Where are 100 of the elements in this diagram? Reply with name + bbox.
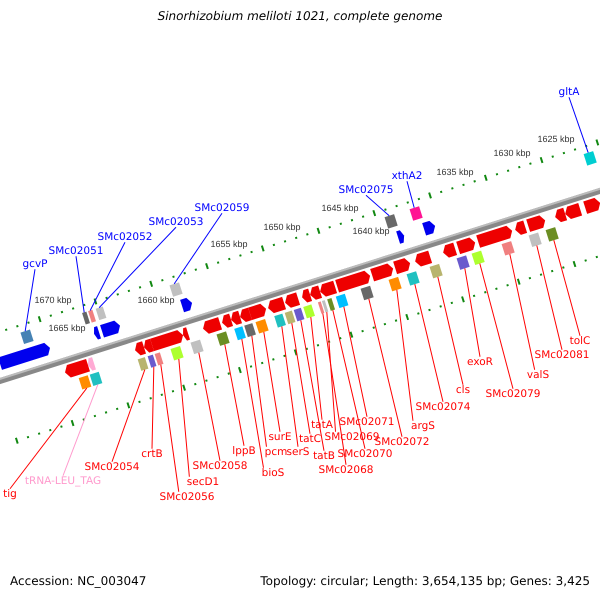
scale-label: 1645 kbp: [321, 204, 359, 214]
gene-block: [169, 282, 183, 297]
gene-label: pcm: [264, 446, 288, 458]
leader-line: [509, 254, 536, 370]
gene-block: [384, 214, 398, 229]
gene-label: SMc02079: [486, 388, 540, 400]
gene-label: SMc02068: [318, 464, 374, 476]
gene-label: lppB: [232, 446, 256, 456]
leader-line: [90, 242, 126, 311]
leader-line: [332, 310, 366, 450]
gene-label: argS: [411, 420, 435, 432]
gene-block: [190, 340, 204, 354]
gene-block: [430, 264, 443, 278]
gene-label: surE: [268, 432, 292, 442]
gene-label: gltA: [558, 86, 580, 98]
leader-line: [160, 364, 180, 492]
leader-line: [414, 284, 444, 402]
gene-block: [244, 323, 256, 338]
gene-label: gcvP: [22, 258, 48, 270]
leader-line: [24, 268, 36, 332]
gene-block: [294, 308, 304, 322]
gene-label: tig: [3, 488, 17, 500]
gene-label: tRNA-LEU_TAG: [24, 476, 102, 486]
leader-line: [174, 212, 222, 284]
genome-info-text: Topology: circular; Length: 3,654,135 bp; Genes: 3,425: [260, 575, 590, 587]
leader-line: [326, 312, 336, 432]
leader-line: [300, 320, 324, 452]
leader-line: [396, 289, 414, 422]
scale-label: 1670 kbp: [34, 296, 72, 305]
scale-label: 1655 kbp: [210, 240, 248, 249]
gene-label: SMc02059: [194, 202, 250, 214]
gene-label: crtB: [141, 448, 163, 460]
gene-label: SMc02074: [416, 402, 470, 412]
leader-line: [152, 366, 154, 450]
gene-label: exoR: [467, 356, 493, 368]
leader-line: [406, 180, 415, 208]
gene-label: SMc02081: [534, 350, 590, 360]
scale-label: 1635 kbp: [436, 168, 474, 177]
leader-line: [322, 312, 346, 466]
leader-line: [568, 96, 589, 154]
gene-block: [584, 151, 597, 166]
gene-block: [472, 250, 485, 266]
gene-block: [303, 304, 315, 318]
gene-label: bioS: [262, 468, 284, 478]
gene-block: [90, 372, 102, 386]
gene-block: [360, 286, 374, 300]
leader-line: [241, 338, 264, 468]
gene-label: valS: [526, 370, 550, 380]
gene-label: SMc02058: [192, 460, 248, 472]
gene-label: xthA2: [392, 170, 422, 182]
gene-label: tolC: [570, 336, 590, 346]
title: Sinorhizobium meliloti 1021, complete genome: [158, 10, 442, 22]
gene-block: [406, 271, 420, 286]
leader-line: [10, 388, 88, 490]
gene-block: [327, 298, 336, 311]
leader-line: [536, 245, 562, 350]
gene-label: secD1: [186, 476, 220, 488]
leader-line: [368, 298, 402, 438]
scale-label: 1650 kbp: [263, 222, 301, 232]
gene-label: tatB: [313, 450, 335, 462]
leader-line: [553, 240, 580, 336]
scale-label: 1630 kbp: [493, 149, 531, 158]
gene-label: SMc02075: [338, 184, 394, 196]
gene-label: SMc02051: [48, 246, 104, 256]
leader-line: [76, 256, 85, 313]
scale-label: 1665 kbp: [48, 324, 86, 334]
scale-label: 1625 kbp: [537, 135, 575, 144]
gene-block: [502, 241, 515, 256]
gene-block: [284, 310, 296, 324]
gene-block: [138, 357, 148, 371]
gene-block: [274, 314, 286, 328]
gene-block: [234, 326, 246, 340]
gene-block: [256, 319, 269, 334]
scale-label: 1640 kbp: [352, 227, 390, 236]
leader-line: [366, 194, 390, 216]
leader-line: [251, 335, 267, 448]
gene-block: [170, 346, 184, 360]
gene-block: [456, 255, 470, 270]
leader-line: [178, 358, 190, 478]
gene-block: [336, 294, 348, 308]
leader-line: [291, 322, 310, 434]
gene-block: [318, 301, 324, 314]
leader-line: [464, 268, 480, 358]
gene-block: [216, 331, 230, 346]
gene-label: SMc02056: [160, 492, 214, 502]
gene-label: SMc02053: [148, 216, 204, 228]
leader-line: [343, 306, 368, 418]
gene-block: [78, 375, 92, 390]
gene-label: SMc02054: [84, 462, 140, 472]
leader-line: [198, 352, 220, 462]
leader-line: [98, 226, 176, 308]
accession-text: Accession: NC_003047: [10, 575, 146, 587]
scale-label: 1660 kbp: [137, 296, 175, 305]
leader-line: [112, 369, 146, 462]
leader-line: [479, 263, 514, 390]
gene-block: [546, 227, 559, 242]
gene-label: tatC: [299, 434, 321, 444]
gene-block: [96, 306, 106, 320]
gene-block: [82, 312, 90, 324]
leader-line: [263, 332, 280, 432]
